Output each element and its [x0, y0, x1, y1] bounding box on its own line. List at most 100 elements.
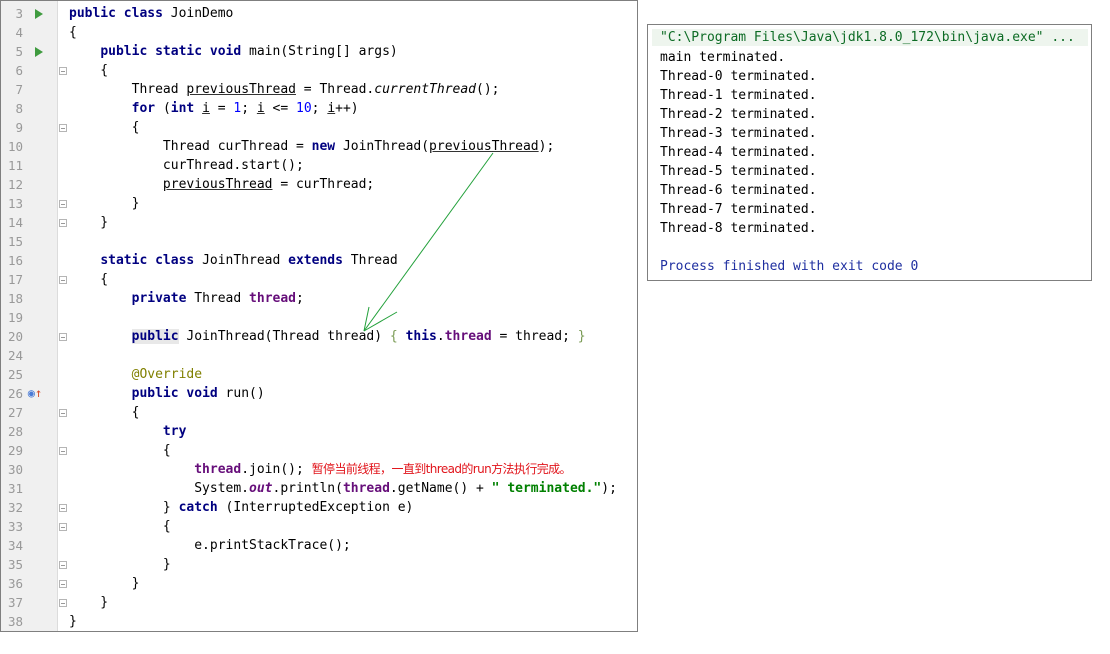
line-number: 26	[7, 386, 23, 401]
code-line[interactable]: 7 Thread previousThread = Thread.current…	[1, 80, 637, 99]
gutter-marker	[31, 365, 47, 384]
code-token: private	[131, 291, 195, 306]
code-text: try	[69, 422, 186, 441]
line-number: 28	[7, 424, 23, 439]
code-line[interactable]: 13 }	[1, 194, 637, 213]
fold-icon[interactable]	[55, 574, 71, 593]
code-token: {	[69, 25, 77, 40]
code-token: JoinThread(Thread thread)	[178, 329, 390, 344]
code-line[interactable]: 31 System.out.println(thread.getName() +…	[1, 479, 637, 498]
code-line[interactable]: 10 Thread curThread = new JoinThread(pre…	[1, 137, 637, 156]
code-text: thread.join(); 暂停当前线程，一直到thread的run方法执行完…	[69, 460, 571, 479]
code-text: {	[69, 403, 140, 422]
gutter-marker	[31, 460, 47, 479]
run-gutter-icon[interactable]	[31, 4, 47, 23]
console-line: Thread-1 terminated.	[660, 88, 817, 103]
line-number: 8	[15, 101, 23, 116]
fold-icon[interactable]	[55, 555, 71, 574]
code-token: }	[69, 215, 109, 230]
code-text: public static void main(String[] args)	[69, 42, 397, 61]
code-line[interactable]: 6 {	[1, 61, 637, 80]
code-line[interactable]: 38}	[1, 612, 637, 631]
console-output: main terminated.Thread-0 terminated.Thre…	[660, 48, 918, 276]
code-token	[69, 424, 163, 439]
code-text: }	[69, 555, 171, 574]
code-line[interactable]: 30 thread.join(); 暂停当前线程，一直到thread的run方法…	[1, 460, 637, 479]
code-token: }	[69, 576, 140, 591]
code-token: public void	[131, 386, 226, 401]
code-line[interactable]: 27 {	[1, 403, 637, 422]
code-line[interactable]: 26◉↑ public void run()	[1, 384, 637, 403]
fold-icon[interactable]	[55, 403, 71, 422]
code-token	[69, 462, 194, 477]
code-line[interactable]: 18 private Thread thread;	[1, 289, 637, 308]
fold-icon[interactable]	[55, 194, 71, 213]
code-line[interactable]: 24	[1, 346, 637, 365]
code-token: (InterruptedException e)	[225, 500, 414, 515]
code-line[interactable]: 14 }	[1, 213, 637, 232]
code-line[interactable]: 5 public static void main(String[] args)	[1, 42, 637, 61]
code-line[interactable]: 29 {	[1, 441, 637, 460]
code-line[interactable]: 28 try	[1, 422, 637, 441]
fold-icon[interactable]	[55, 498, 71, 517]
code-token: catch	[178, 500, 226, 515]
line-number: 38	[7, 614, 23, 629]
line-number: 25	[7, 367, 23, 382]
code-line[interactable]: 17 {	[1, 270, 637, 289]
code-line[interactable]: 12 previousThread = curThread;	[1, 175, 637, 194]
code-line[interactable]: 32 } catch (InterruptedException e)	[1, 498, 637, 517]
code-text: }	[69, 574, 140, 593]
run-console[interactable]: "C:\Program Files\Java\jdk1.8.0_172\bin\…	[647, 24, 1092, 281]
code-token: " terminated."	[491, 481, 602, 496]
code-line[interactable]: 15	[1, 232, 637, 251]
fold-icon[interactable]	[55, 593, 71, 612]
line-number: 27	[7, 405, 23, 420]
code-line[interactable]: 37 }	[1, 593, 637, 612]
code-token: new	[311, 139, 343, 154]
override-gutter-icon[interactable]: ◉↑	[27, 386, 43, 400]
code-token	[69, 44, 100, 59]
code-line[interactable]: 33 {	[1, 517, 637, 536]
code-text: public JoinThread(Thread thread) { this.…	[69, 327, 586, 346]
code-line[interactable]: 34 e.printStackTrace();	[1, 536, 637, 555]
code-line[interactable]: 20 public JoinThread(Thread thread) { th…	[1, 327, 637, 346]
code-line[interactable]: 35 }	[1, 555, 637, 574]
fold-icon[interactable]	[55, 61, 71, 80]
code-text: previousThread = curThread;	[69, 175, 374, 194]
fold-icon[interactable]	[55, 270, 71, 289]
fold-icon[interactable]	[55, 118, 71, 137]
code-token: Thread	[350, 253, 398, 268]
code-token: this	[405, 329, 437, 344]
console-line	[660, 238, 918, 257]
code-token	[69, 177, 163, 192]
code-token: ;	[241, 101, 257, 116]
fold-icon[interactable]	[55, 327, 71, 346]
code-token: curThread.start();	[69, 158, 304, 173]
code-line[interactable]: 11 curThread.start();	[1, 156, 637, 175]
line-number: 29	[7, 443, 23, 458]
code-token: previousThread	[186, 82, 296, 97]
code-line[interactable]: 36 }	[1, 574, 637, 593]
run-gutter-icon[interactable]	[31, 42, 47, 61]
code-token: }	[69, 595, 109, 610]
code-token: }	[69, 500, 179, 515]
code-token: .println(	[272, 481, 343, 496]
code-text: }	[69, 194, 140, 213]
code-token: @Override	[131, 367, 203, 382]
code-text: }	[69, 213, 108, 232]
code-token: public	[131, 329, 179, 344]
code-line[interactable]: 25 @Override	[1, 365, 637, 384]
code-token: = curThread;	[272, 177, 375, 192]
fold-icon[interactable]	[55, 213, 71, 232]
code-line[interactable]: 19	[1, 308, 637, 327]
code-line[interactable]: 9 {	[1, 118, 637, 137]
code-token: }	[69, 196, 140, 211]
code-line[interactable]: 8 for (int i = 1; i <= 10; i++)	[1, 99, 637, 118]
code-line[interactable]: 16 static class JoinThread extends Threa…	[1, 251, 637, 270]
fold-icon[interactable]	[55, 441, 71, 460]
code-line[interactable]: 4{	[1, 23, 637, 42]
line-number: 4	[15, 25, 23, 40]
fold-icon[interactable]	[55, 517, 71, 536]
